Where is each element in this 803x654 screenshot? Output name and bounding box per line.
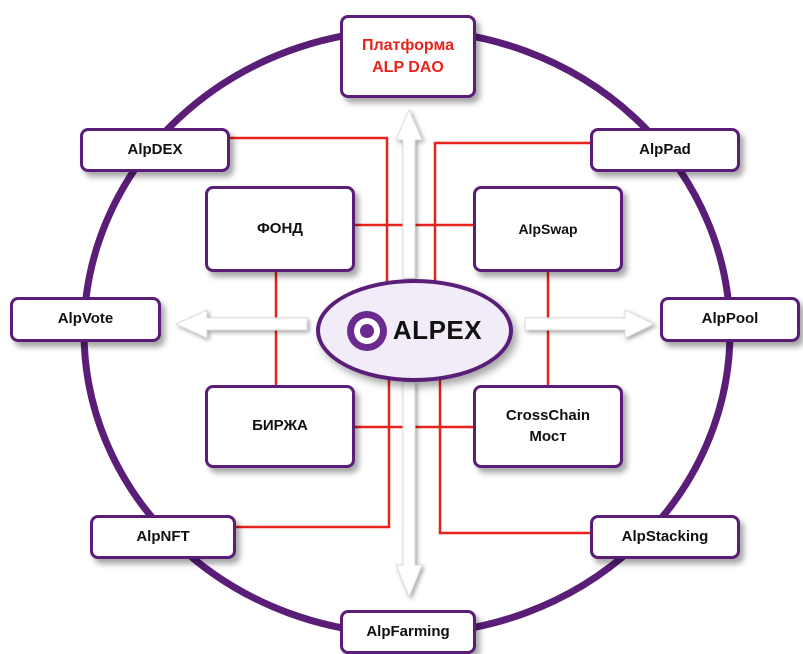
arrow-left-icon <box>174 309 308 339</box>
node-alpvote-label: AlpVote <box>57 310 114 328</box>
node-alpswap-label: AlpSwap <box>518 220 578 237</box>
node-alpnft[interactable]: AlpNFT <box>90 515 236 559</box>
arrow-down-icon <box>395 381 423 599</box>
node-alppad-label: AlpPad <box>639 140 691 158</box>
node-alpfarming-label: AlpFarming <box>366 622 450 640</box>
node-crosschain-bridge-label: CrossChain Мост <box>505 407 591 445</box>
center-alpex[interactable]: ALPEX <box>316 279 513 382</box>
arrow-right-icon <box>524 309 656 339</box>
alpex-logo-icon <box>346 310 387 351</box>
node-alpnft-label: AlpNFT <box>136 527 190 545</box>
node-birzha[interactable]: БИРЖА <box>205 385 355 468</box>
node-alpdex-label: AlpDEX <box>127 140 183 158</box>
connector-alppad <box>433 141 590 282</box>
center-alpex-label: ALPEX <box>392 315 483 345</box>
node-alppad[interactable]: AlpPad <box>590 128 740 172</box>
node-alpfarming[interactable]: AlpFarming <box>340 610 476 654</box>
node-alp-dao-platform-label: Платформа ALP DAO <box>361 36 455 76</box>
node-alpswap[interactable]: AlpSwap <box>473 186 623 272</box>
node-alpstacking-label: AlpStacking <box>621 527 709 545</box>
node-alppool-label: AlpPool <box>701 310 759 328</box>
node-alp-dao-platform[interactable]: Платформа ALP DAO <box>340 15 476 98</box>
connector-lines <box>230 136 590 535</box>
node-alpdex[interactable]: AlpDEX <box>80 128 230 172</box>
node-fond-label: ФОНД <box>257 219 303 237</box>
node-fond[interactable]: ФОНД <box>205 186 355 272</box>
node-alpstacking[interactable]: AlpStacking <box>590 515 740 559</box>
connector-alpdex <box>230 136 389 282</box>
node-birzha-label: БИРЖА <box>252 417 308 435</box>
arrow-up-icon <box>395 108 423 279</box>
node-alpvote[interactable]: AlpVote <box>10 297 161 342</box>
connector-alpstacking <box>438 380 590 535</box>
connector-alpnft <box>236 380 391 529</box>
node-alppool[interactable]: AlpPool <box>660 297 800 342</box>
node-crosschain-bridge[interactable]: CrossChain Мост <box>473 385 623 468</box>
arrows <box>174 108 656 599</box>
